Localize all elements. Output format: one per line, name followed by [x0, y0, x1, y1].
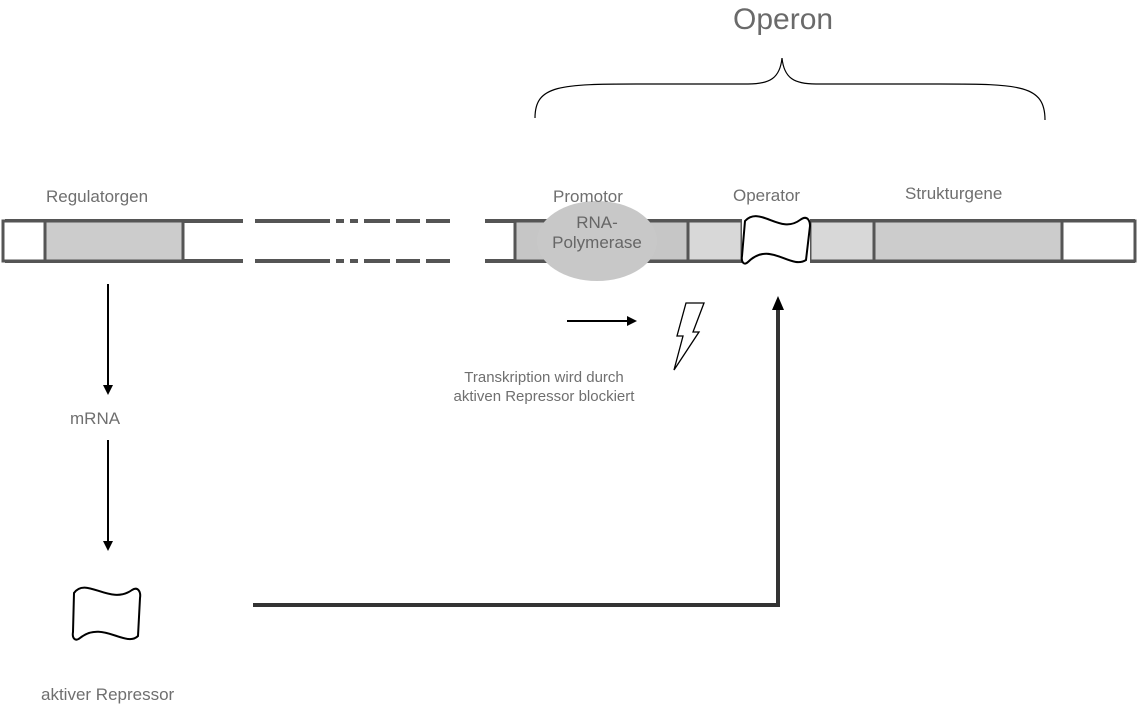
operon-title: Operon — [733, 3, 834, 36]
blocked-transcription-note: Transkription wird durch aktiven Repress… — [430, 368, 658, 406]
blocked-note-line1: Transkription wird durch — [464, 369, 624, 386]
rna-polymerase-line2: Polymerase — [552, 233, 642, 252]
bound-repressor-icon — [740, 215, 812, 265]
repressor-wave-icon — [71, 586, 142, 641]
strukturgene-label: Strukturgene — [905, 184, 1003, 203]
rna-polymerase-line1: RNA- — [576, 213, 618, 232]
operon-brace — [534, 57, 1046, 121]
regulatorgen-box — [43, 219, 185, 263]
operator-label: Operator — [733, 186, 801, 205]
strukturgene-box — [872, 219, 1064, 263]
promotor-label: Promotor — [553, 187, 623, 206]
lightning-bolt-icon — [673, 302, 705, 371]
mrna-label: mRNA — [70, 409, 121, 428]
rna-polymerase-ellipse — [537, 201, 657, 281]
rna-polymerase-label: RNA- Polymerase — [537, 213, 657, 253]
blocked-note-line2: aktiven Repressor blockiert — [453, 388, 635, 405]
arrow-repressor-to-operator — [253, 304, 780, 607]
aktiver-repressor-label: aktiver Repressor — [41, 685, 175, 704]
regulatorgen-label: Regulatorgen — [46, 187, 149, 206]
